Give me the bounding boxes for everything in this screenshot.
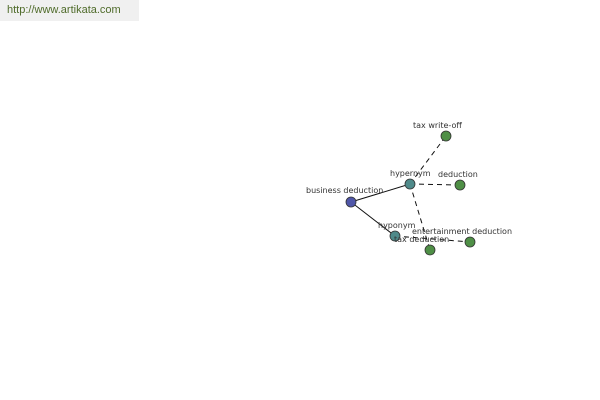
term-node[interactable] — [424, 244, 436, 256]
term-node[interactable] — [464, 236, 476, 248]
term-node[interactable] — [454, 179, 466, 191]
relation-node-hyponym[interactable] — [389, 230, 401, 242]
term-label: entertainment deduction — [412, 227, 512, 236]
edge-hypernym-term — [409, 135, 447, 185]
center-word-label: business deduction — [306, 186, 383, 195]
relation-label-hyponym: hyponym — [378, 221, 416, 230]
term-label: tax deduction — [394, 235, 449, 244]
relation-node-hypernym[interactable] — [404, 178, 416, 190]
center-word-node[interactable] — [345, 196, 357, 208]
source-url-link[interactable]: http://www.artikata.com — [0, 0, 139, 21]
edge-center-hypernym — [350, 183, 411, 203]
term-node[interactable] — [440, 130, 452, 142]
relation-label-hypernym: hypernym — [390, 169, 431, 178]
edge-center-hyponym — [350, 201, 396, 237]
edge-hypernym-term — [409, 183, 461, 186]
term-label: deduction — [438, 170, 478, 179]
edge-hyponym-term — [394, 235, 471, 243]
term-label: tax write-off — [413, 121, 462, 130]
